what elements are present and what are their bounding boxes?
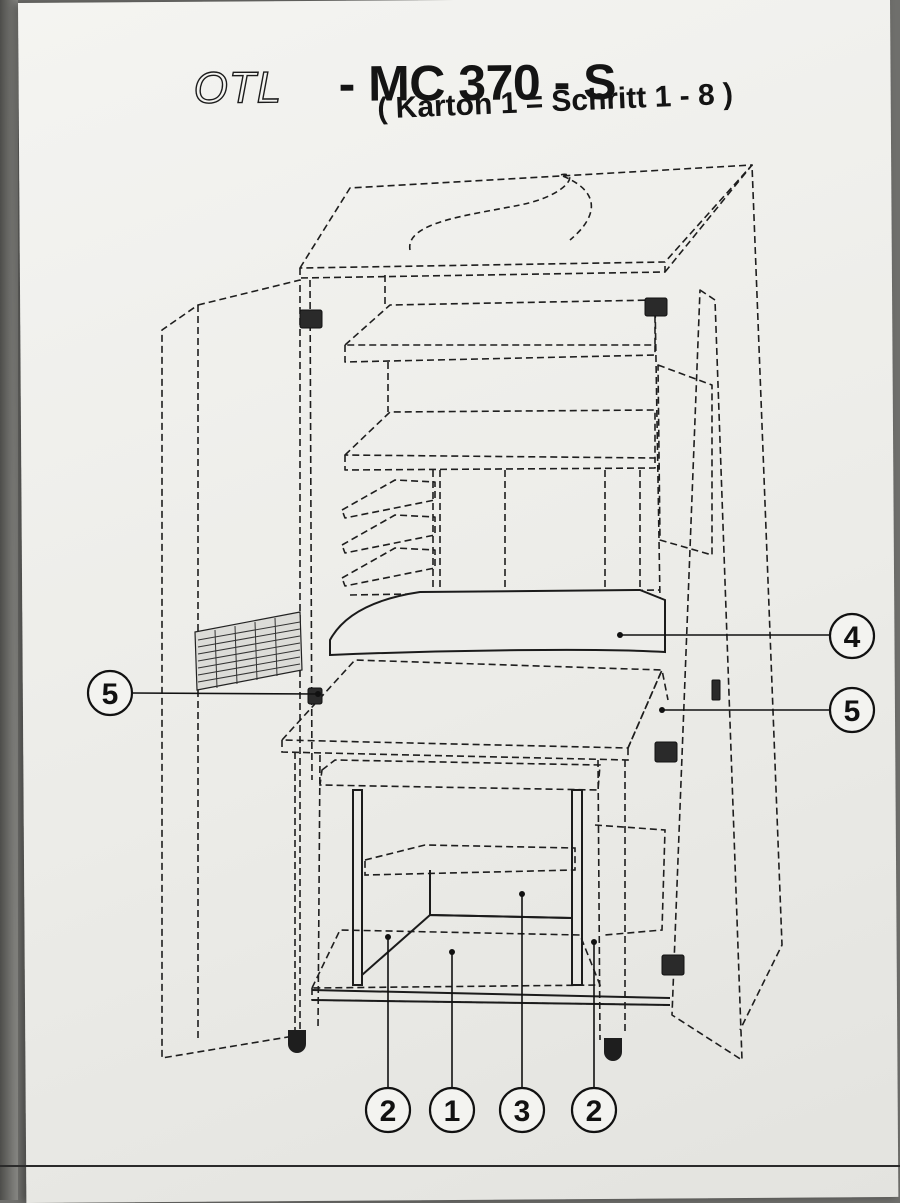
bottom-panel (361, 913, 573, 976)
hinge-icon (654, 741, 678, 763)
callout-4: 4 (844, 621, 861, 654)
right-door-outline (671, 289, 743, 1061)
callout-5-right: 5 (844, 695, 861, 728)
desk-top (280, 659, 664, 749)
keyboard-tray (329, 588, 666, 657)
hinge-icon (644, 297, 668, 317)
castor-icon (288, 1030, 306, 1053)
upper-shelf-2 (344, 345, 656, 363)
upper-shelf-4 (344, 455, 656, 471)
right-panel-outline (664, 164, 783, 1031)
right-side-panel (571, 789, 583, 986)
castor-icon (604, 1038, 622, 1061)
left-side-panel (352, 789, 363, 986)
binding-edge (0, 0, 18, 1200)
vent-grille (194, 611, 303, 691)
hinge-icon (299, 309, 323, 329)
back-panel (429, 870, 573, 919)
drawer-runner-icon (711, 679, 721, 701)
cable-loop (409, 173, 593, 251)
upper-shelf-3 (344, 409, 656, 459)
callout-3: 3 (514, 1095, 531, 1128)
left-door-outline (161, 279, 301, 1059)
upper-shelf-1 (344, 299, 656, 346)
hinge-icon (661, 954, 685, 976)
callout-2-left: 2 (380, 1095, 397, 1128)
callout-1: 1 (444, 1095, 461, 1128)
lid-outline (299, 164, 753, 269)
bottom-rule (0, 1165, 900, 1167)
callout-5-left: 5 (102, 678, 119, 711)
lid-side (299, 262, 666, 279)
callout-2-right: 2 (586, 1095, 603, 1128)
